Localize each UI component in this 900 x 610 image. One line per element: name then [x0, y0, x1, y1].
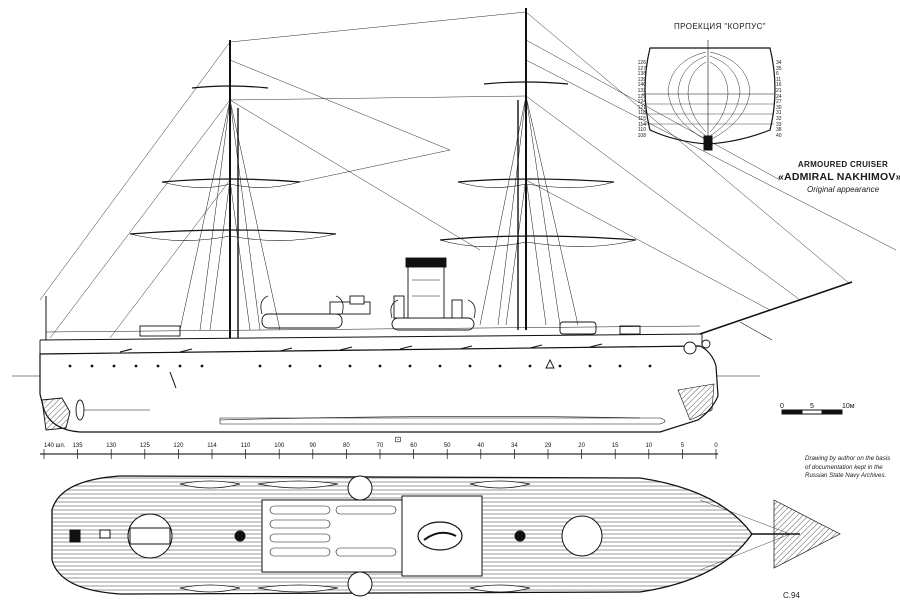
- station-number: 30: [776, 104, 782, 111]
- body-plan-caption: ПРОЕКЦИЯ "КОРПУС": [673, 22, 766, 31]
- portholes: [68, 364, 652, 368]
- station-number: 40: [776, 132, 782, 139]
- station-number: 138: [637, 71, 646, 78]
- station-number: 114: [638, 121, 646, 128]
- scale-label: 10м: [842, 403, 855, 410]
- station-number: 115: [638, 116, 646, 122]
- body-plan-outline: [644, 47, 776, 145]
- station-number: 118: [638, 110, 646, 117]
- title-kicker: ARMOURED CRUISER: [797, 160, 889, 169]
- frame-label: 40: [477, 443, 484, 449]
- frame-label: 120: [173, 443, 184, 449]
- frame-label: 110: [241, 443, 251, 449]
- station-number: 21: [776, 88, 782, 94]
- station-number: 38: [776, 127, 782, 134]
- frame-label: 80: [343, 443, 350, 449]
- keel: [703, 135, 713, 151]
- frame-label: 0: [714, 443, 718, 449]
- station-number: 31: [776, 110, 782, 117]
- station-number: 32: [776, 116, 782, 122]
- frame-scale: [40, 452, 718, 456]
- funnel-cap: [405, 257, 447, 268]
- signature: С.94: [783, 591, 800, 600]
- side-elevation: [12, 333, 760, 433]
- station-number: 11: [776, 76, 782, 83]
- metric-scale: [781, 409, 843, 415]
- funnel: [407, 261, 445, 319]
- gun-ports: [119, 343, 603, 353]
- frame-label: 70: [377, 443, 384, 449]
- station-number: 108: [637, 132, 646, 139]
- station-number: 35: [776, 65, 782, 72]
- frame-label: 50: [444, 443, 451, 449]
- frame-label: 90: [309, 443, 316, 449]
- frame-label: 60: [410, 443, 417, 449]
- frame-label: 20: [578, 443, 585, 449]
- credit-note: Drawing by author on the basis of docume…: [805, 455, 891, 480]
- rigging: [39, 8, 897, 341]
- main-yards: [129, 85, 337, 235]
- subtitle: Original appearance: [806, 185, 880, 194]
- station-number: 16: [776, 82, 782, 89]
- station-number: 34: [776, 60, 782, 66]
- station-number: 126: [637, 60, 646, 66]
- midship-mark: ⊡: [395, 435, 402, 444]
- station-number: 27: [776, 99, 782, 106]
- bowsprit: [699, 281, 853, 335]
- frame-label: 135: [73, 443, 84, 449]
- station-number: 121: [637, 104, 646, 111]
- rudder: [41, 397, 71, 431]
- frame-label: 130: [106, 443, 117, 449]
- frame-label: 114: [207, 443, 217, 449]
- bow-ram: [677, 383, 715, 421]
- station-number: 129: [637, 93, 646, 100]
- deck-line: [39, 333, 703, 341]
- station-number: 124: [637, 99, 646, 106]
- frame-scale-ticks: [43, 449, 717, 459]
- deck-plan: [51, 475, 841, 597]
- station-number: 139: [637, 76, 646, 83]
- metric-scale-labels: 0 5 10м: [780, 403, 855, 410]
- funnel-top: [417, 521, 463, 551]
- scale-label: 5: [810, 403, 814, 410]
- frame-label: 100: [274, 443, 285, 449]
- scale-label: 0: [780, 403, 784, 410]
- station-number: 24: [776, 93, 782, 100]
- station-number: 132: [637, 88, 646, 94]
- fore-turret: [561, 515, 603, 557]
- frame-label: 140 шп.: [44, 443, 66, 449]
- frame-label: 10: [645, 443, 652, 449]
- fore-yards: [439, 81, 637, 241]
- station-number: 33: [776, 121, 782, 128]
- frame-label: 34: [511, 443, 518, 449]
- station-number: 140: [637, 82, 646, 89]
- frame-label: 29: [545, 443, 552, 449]
- frame-label: 125: [140, 443, 151, 449]
- frame-label: 5: [681, 443, 685, 449]
- bow-netting: [773, 499, 841, 569]
- station-number: 110: [638, 127, 646, 134]
- station-number: 6: [776, 71, 779, 78]
- boat-left: [261, 313, 343, 329]
- hull-side: [39, 345, 719, 433]
- frame-label: 15: [612, 443, 619, 449]
- superstructure: [45, 257, 711, 389]
- armour-belt: [219, 417, 666, 425]
- station-number: 127: [637, 65, 646, 72]
- body-plan: [642, 40, 776, 151]
- ship-name: «ADMIRAL NAKHIMOV»: [778, 171, 900, 183]
